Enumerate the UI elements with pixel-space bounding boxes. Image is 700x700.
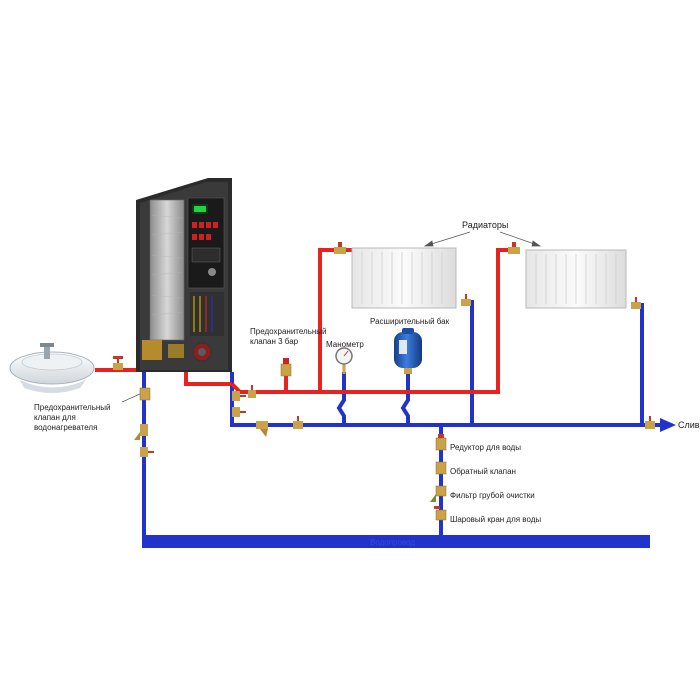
drain-arrow-icon: [660, 418, 676, 432]
safety-valve-3bar-label-line1: Предохранительный: [250, 327, 327, 336]
feed-ball-valve: [434, 506, 447, 521]
return-filter: [256, 421, 268, 437]
water-main-pipe: [142, 535, 650, 548]
check-valve: [435, 461, 447, 475]
pressure-reducer-label: Редуктор для воды: [450, 443, 521, 452]
sink: [9, 343, 95, 393]
electric-boiler: [136, 178, 232, 372]
radiator-1: [351, 247, 457, 309]
radiators-label: Радиаторы: [462, 220, 508, 230]
ball-valve-label: Шаровый кран для воды: [450, 515, 541, 524]
manometer-label: Манометр: [326, 340, 364, 349]
safety-valve-3bar: [280, 358, 292, 377]
safety-valve-heater-label-line3: водонагревателя: [34, 423, 97, 432]
radiators-pointer: [423, 231, 542, 247]
expansion-tank: [394, 328, 422, 374]
coarse-filter: [430, 485, 447, 502]
coarse-filter-label: Фильтр грубой очистки: [450, 491, 535, 500]
check-valve-label: Обратный клапан: [450, 467, 516, 476]
drain-label: Слив: [678, 420, 700, 430]
left-filter: [134, 424, 148, 440]
pressure-reducer: [435, 434, 447, 451]
safety-valve-heater: [121, 387, 151, 403]
expansion-tank-label: Расширительный бак: [370, 317, 450, 326]
radiator-2: [525, 249, 627, 309]
heat-exchanger: [149, 199, 185, 341]
ball-valves: [113, 242, 655, 457]
safety-valve-heater-label-line1: Предохранительный: [34, 403, 111, 412]
water-main-label: Водопровод: [370, 538, 415, 547]
safety-valve-heater-label-line2: клапан для: [34, 413, 76, 422]
safety-valve-3bar-label-line2: клапан 3 бар: [250, 337, 299, 346]
manometer: [335, 347, 353, 374]
